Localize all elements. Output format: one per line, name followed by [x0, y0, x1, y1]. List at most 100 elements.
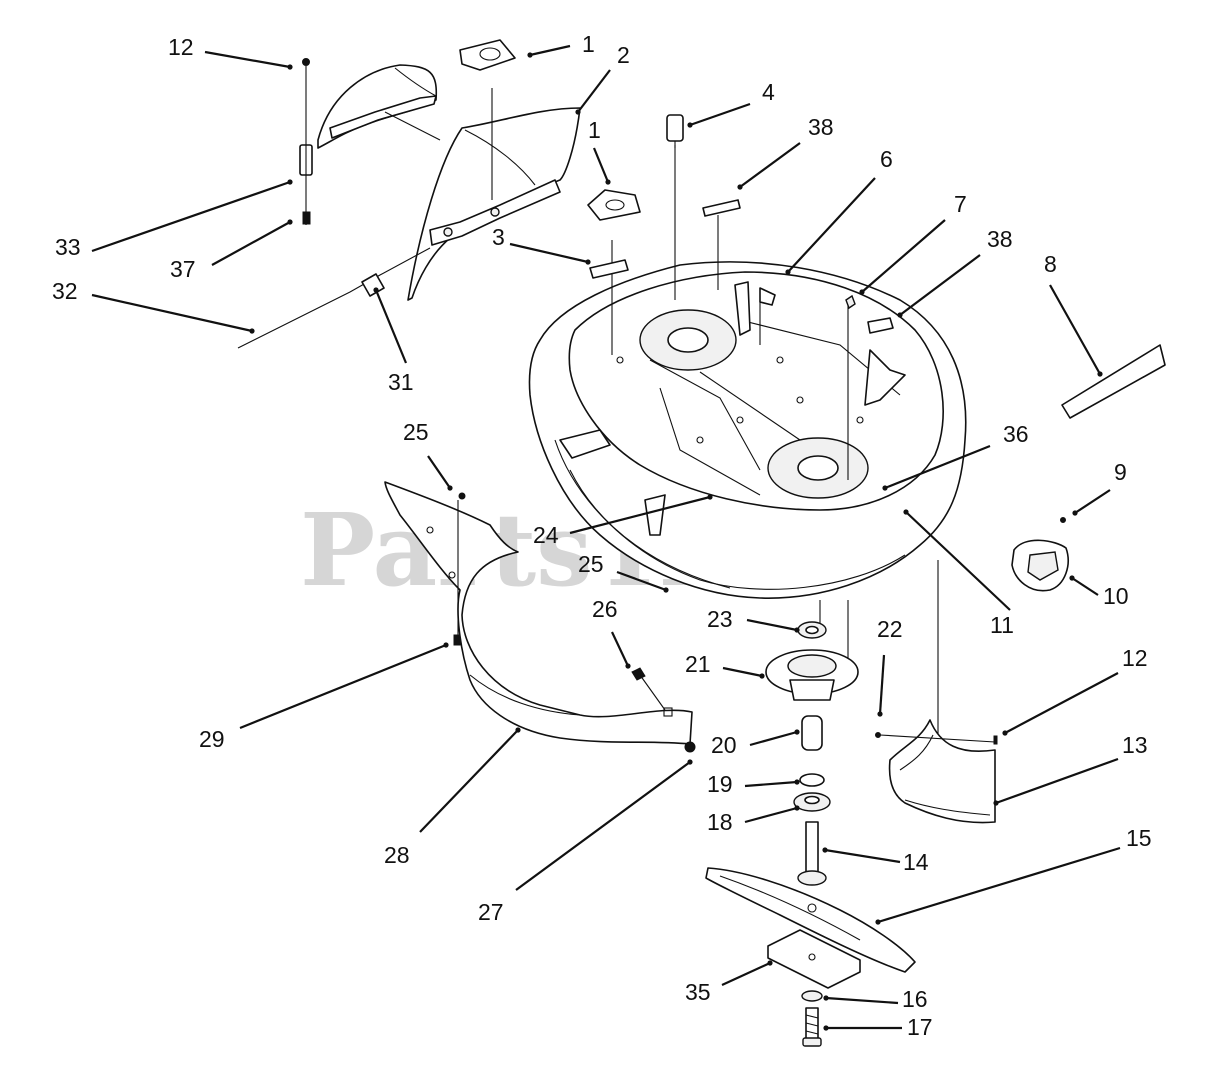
leader-line-c26 [611, 631, 629, 667]
part-38-decal-b [867, 317, 894, 334]
leader-line-c37 [211, 221, 291, 266]
leader-line-c28 [419, 729, 519, 833]
callout-label-c12b: 12 [1122, 645, 1148, 671]
leader-tip-c1b [605, 179, 611, 185]
callout-label-c6: 6 [880, 146, 893, 172]
leader-line-c7 [861, 219, 946, 293]
leader-tip-c22 [877, 711, 883, 717]
leader-tip-c1a [527, 52, 533, 58]
callout-label-c36: 36 [1003, 421, 1029, 447]
leader-line-c9 [1074, 489, 1111, 514]
leader-line-c38a [739, 142, 801, 188]
callout-label-c24: 24 [533, 522, 559, 548]
part-3-decal [589, 259, 629, 279]
leader-tip-c37 [287, 219, 293, 225]
callout-label-c18: 18 [707, 809, 733, 835]
callout-label-c2: 2 [617, 42, 630, 68]
callout-label-c28: 28 [384, 842, 410, 868]
spindle-stack [765, 621, 859, 886]
leader-line-c11 [905, 511, 1011, 611]
callout-label-c29: 29 [199, 726, 225, 752]
leader-tip-c32 [249, 328, 255, 334]
leader-line-c36 [884, 444, 991, 490]
leader-tip-c33 [287, 179, 293, 185]
leader-tip-c38b [897, 312, 903, 318]
leader-tip-c24 [707, 494, 713, 500]
callout-label-c8: 8 [1044, 251, 1057, 277]
callout-label-c14: 14 [903, 849, 929, 875]
leader-line-c14 [824, 848, 901, 864]
leader-line-c2 [577, 69, 611, 113]
leader-tip-c29 [443, 642, 449, 648]
leader-line-c6 [787, 177, 876, 273]
leader-tip-c8 [1097, 371, 1103, 377]
blade-assembly [705, 867, 916, 1047]
callout-label-c12a: 12 [168, 34, 194, 60]
leader-line-c32 [91, 293, 253, 333]
callout-label-c21: 21 [685, 651, 711, 677]
leader-tip-c18 [794, 805, 800, 811]
callout-label-c31: 31 [388, 369, 414, 395]
leader-line-c1b [592, 147, 610, 183]
callout-label-c26: 26 [592, 596, 618, 622]
callout-label-c23: 23 [707, 606, 733, 632]
leader-tip-c35 [767, 960, 773, 966]
leader-line-c8 [1049, 284, 1101, 375]
callout-label-c25b: 25 [578, 551, 604, 577]
leader-line-c19 [744, 780, 798, 788]
leader-line-c3 [509, 242, 589, 264]
leader-tip-c25b [663, 587, 669, 593]
discharge-chute [407, 88, 581, 301]
leader-tip-c7 [859, 289, 865, 295]
leader-tip-c17 [823, 1025, 829, 1031]
callout-label-c11: 11 [990, 612, 1014, 638]
callout-label-c3: 3 [492, 224, 505, 250]
leader-line-c12a [204, 50, 291, 69]
callout-label-c15: 15 [1126, 825, 1152, 851]
part-1-lower [587, 189, 641, 221]
leader-tip-c13 [993, 800, 999, 806]
callout-label-c38b: 38 [987, 226, 1013, 252]
leader-line-c22 [878, 654, 886, 715]
leader-line-c4 [689, 102, 751, 127]
leader-tip-c3 [585, 259, 591, 265]
leader-tip-c10 [1069, 575, 1075, 581]
callout-label-c13: 13 [1122, 732, 1148, 758]
part-10-cap [1011, 517, 1069, 592]
leader-line-c31 [374, 289, 408, 364]
callout-label-c1a: 1 [582, 31, 595, 57]
leader-line-c25a [427, 455, 451, 489]
leader-line-c21 [722, 666, 763, 678]
callout-label-c35: 35 [685, 979, 711, 1005]
deck-housing [528, 145, 967, 760]
leader-line-c38b [899, 254, 981, 316]
callout-label-c19: 19 [707, 771, 733, 797]
leader-tip-c2 [575, 109, 581, 115]
leader-tip-c28 [515, 727, 521, 733]
callout-label-c1b: 1 [588, 117, 601, 143]
leader-line-c18 [744, 806, 798, 824]
leader-line-c25b [616, 570, 667, 592]
leader-tip-c38a [737, 184, 743, 190]
part-4-bolt [666, 114, 684, 148]
part-1-upper [459, 39, 516, 71]
leader-line-c23 [746, 618, 798, 632]
part-38-decal-a [702, 199, 741, 217]
leader-line-c1a [529, 44, 571, 57]
leader-line-c35 [721, 962, 771, 986]
leader-line-c15 [877, 846, 1121, 924]
front-baffle [384, 481, 696, 753]
callout-label-c22: 22 [877, 616, 903, 642]
leader-tip-c15 [875, 919, 881, 925]
callout-label-c27: 27 [478, 899, 504, 925]
callout-label-c4: 4 [762, 79, 775, 105]
callout-label-c17: 17 [907, 1014, 933, 1040]
part-7-screw [845, 294, 856, 310]
leader-tip-c9 [1072, 510, 1078, 516]
callout-label-c38a: 38 [808, 114, 834, 140]
leader-tip-c19 [794, 779, 800, 785]
leader-line-c29 [239, 643, 447, 730]
leader-line-c12b [1004, 672, 1119, 734]
